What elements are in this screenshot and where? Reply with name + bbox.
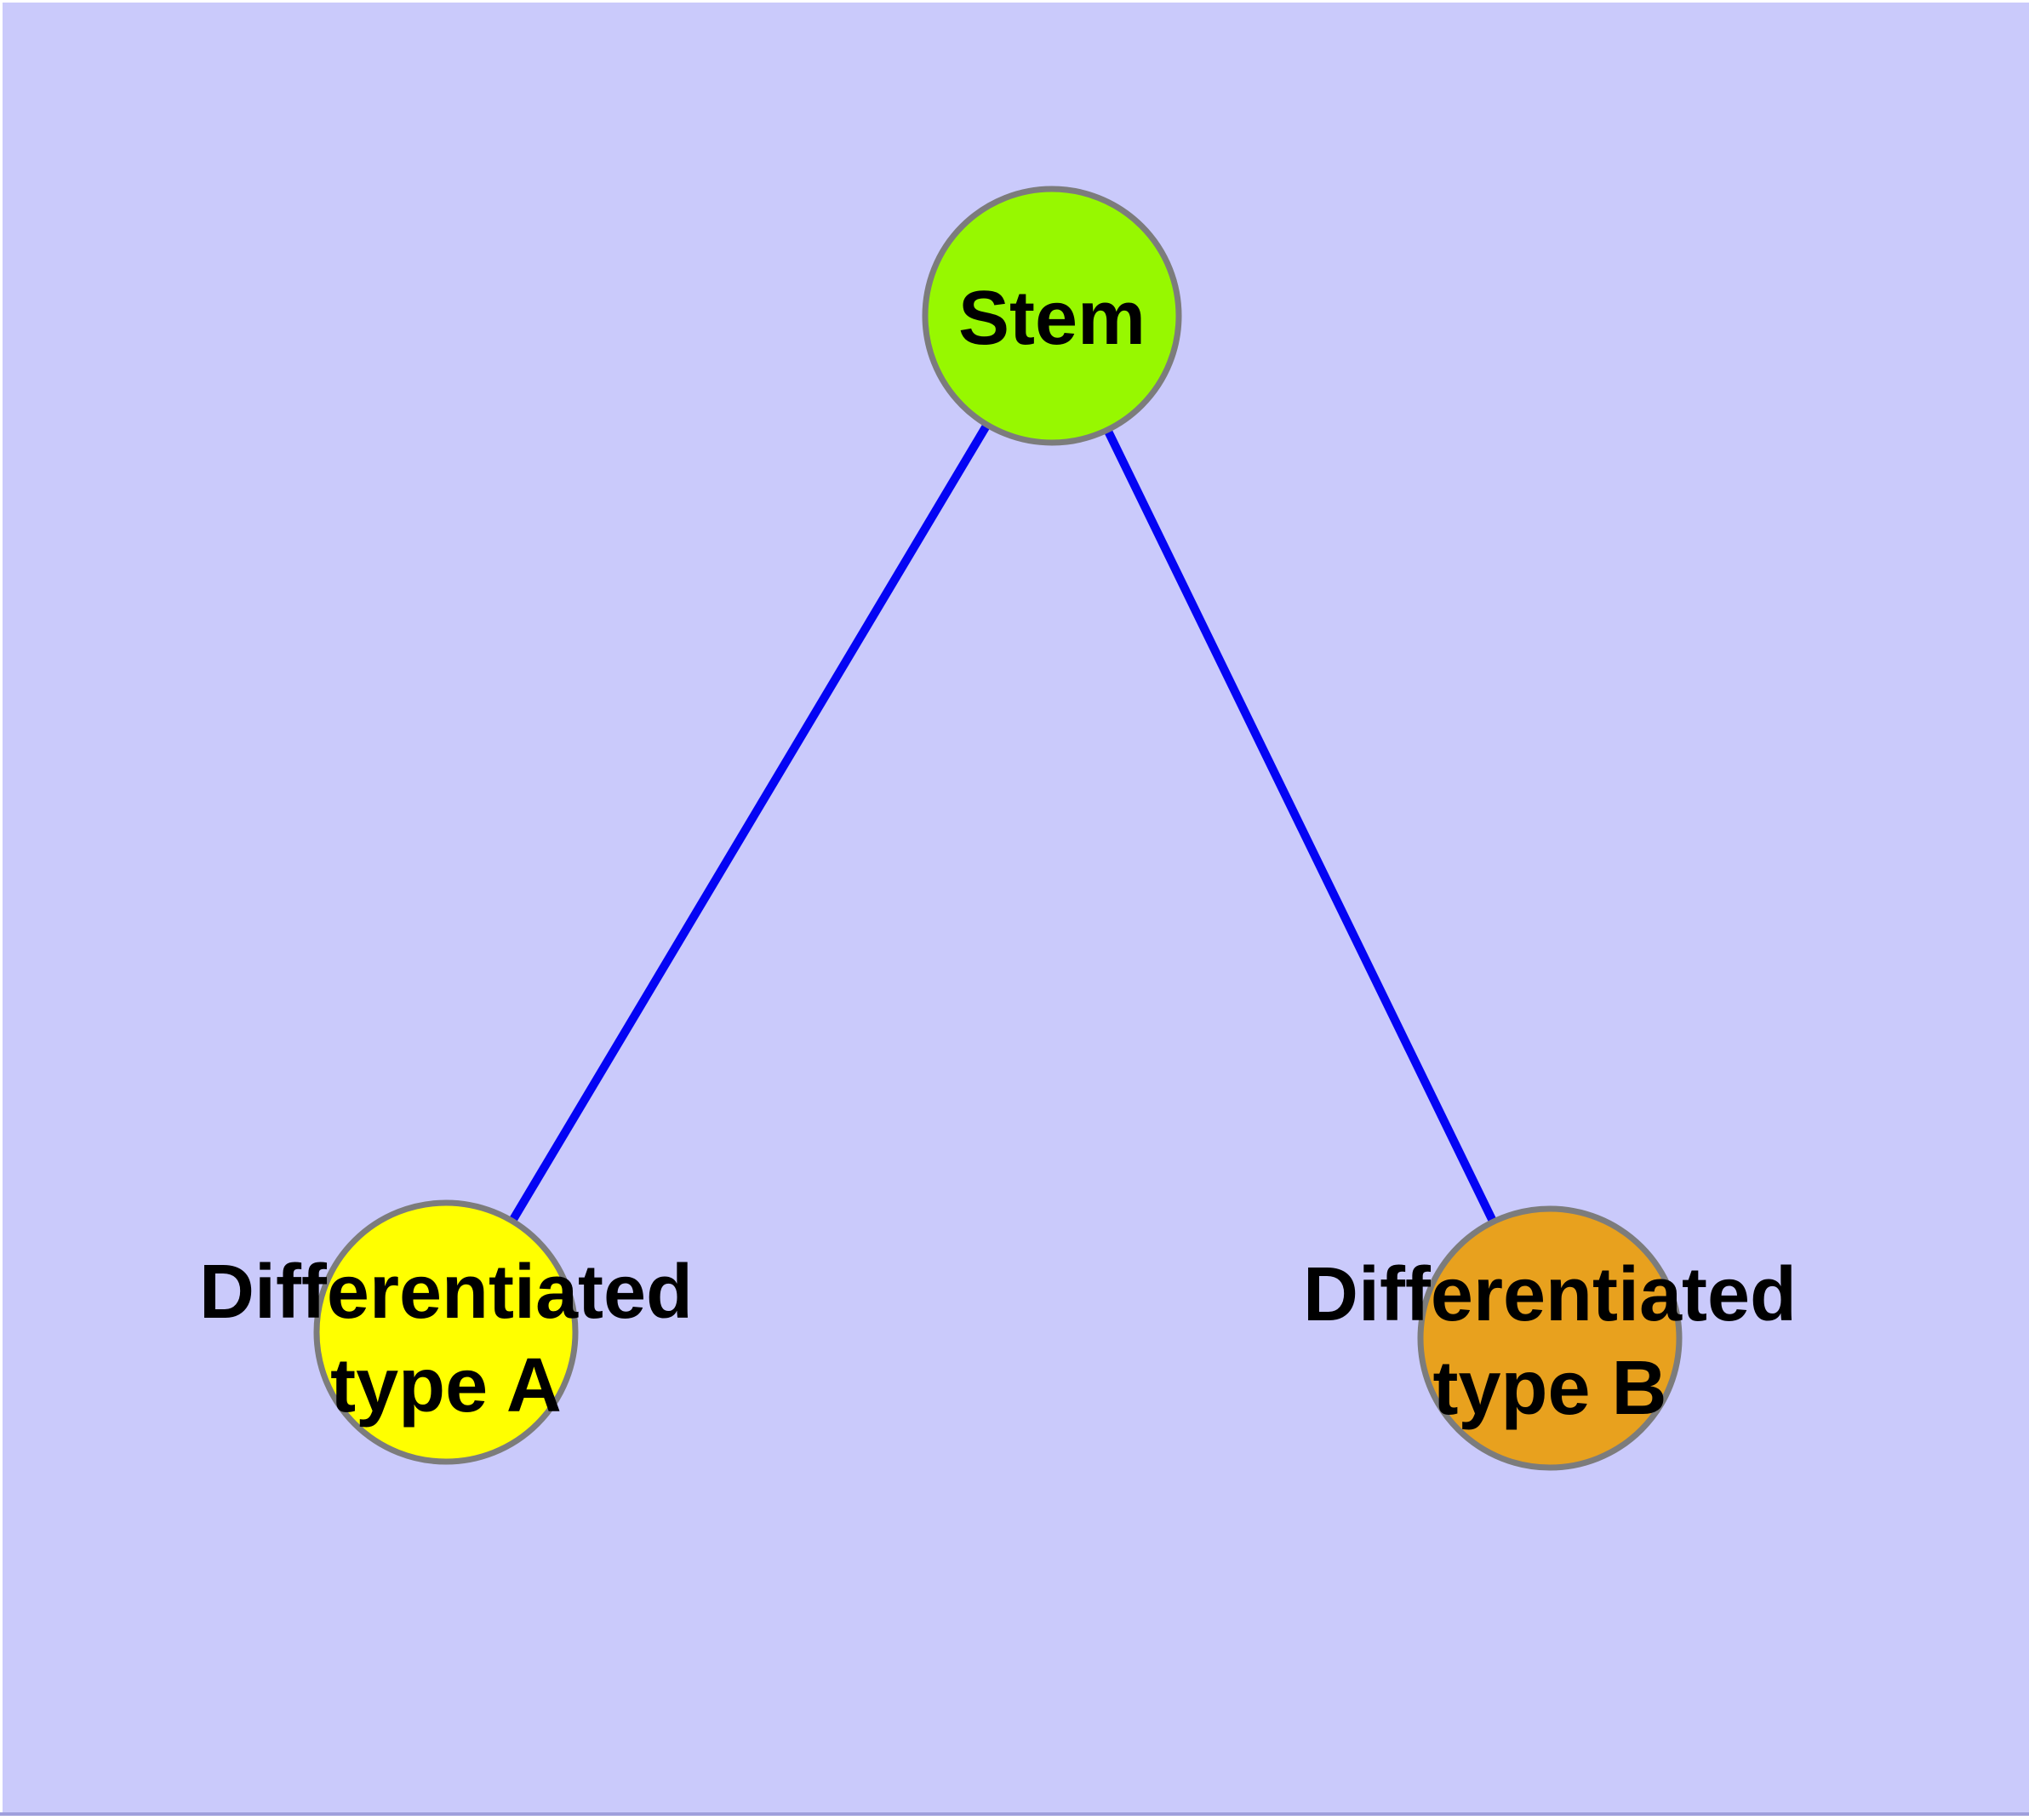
node-type-a-label-line1: Differentiated: [199, 1250, 693, 1335]
node-type-a-label-line2: type A: [330, 1343, 562, 1428]
node-differentiated-type-a: [313, 1199, 579, 1465]
node-differentiated-type-b: [1417, 1205, 1683, 1471]
edge-stem-to-type-b: [1048, 313, 1554, 1341]
node-type-b-label-line1: Differentiated: [1303, 1252, 1797, 1337]
edge-stem-to-type-a: [442, 313, 1056, 1335]
node-stem: [922, 186, 1182, 446]
canvas-bottom-edge-line: [0, 1812, 2029, 1816]
node-type-b-label-line2: type B: [1432, 1346, 1666, 1431]
node-stem-label: Stem: [958, 276, 1146, 361]
node-type-b-label: Differentiated type B: [1303, 1252, 1797, 1431]
